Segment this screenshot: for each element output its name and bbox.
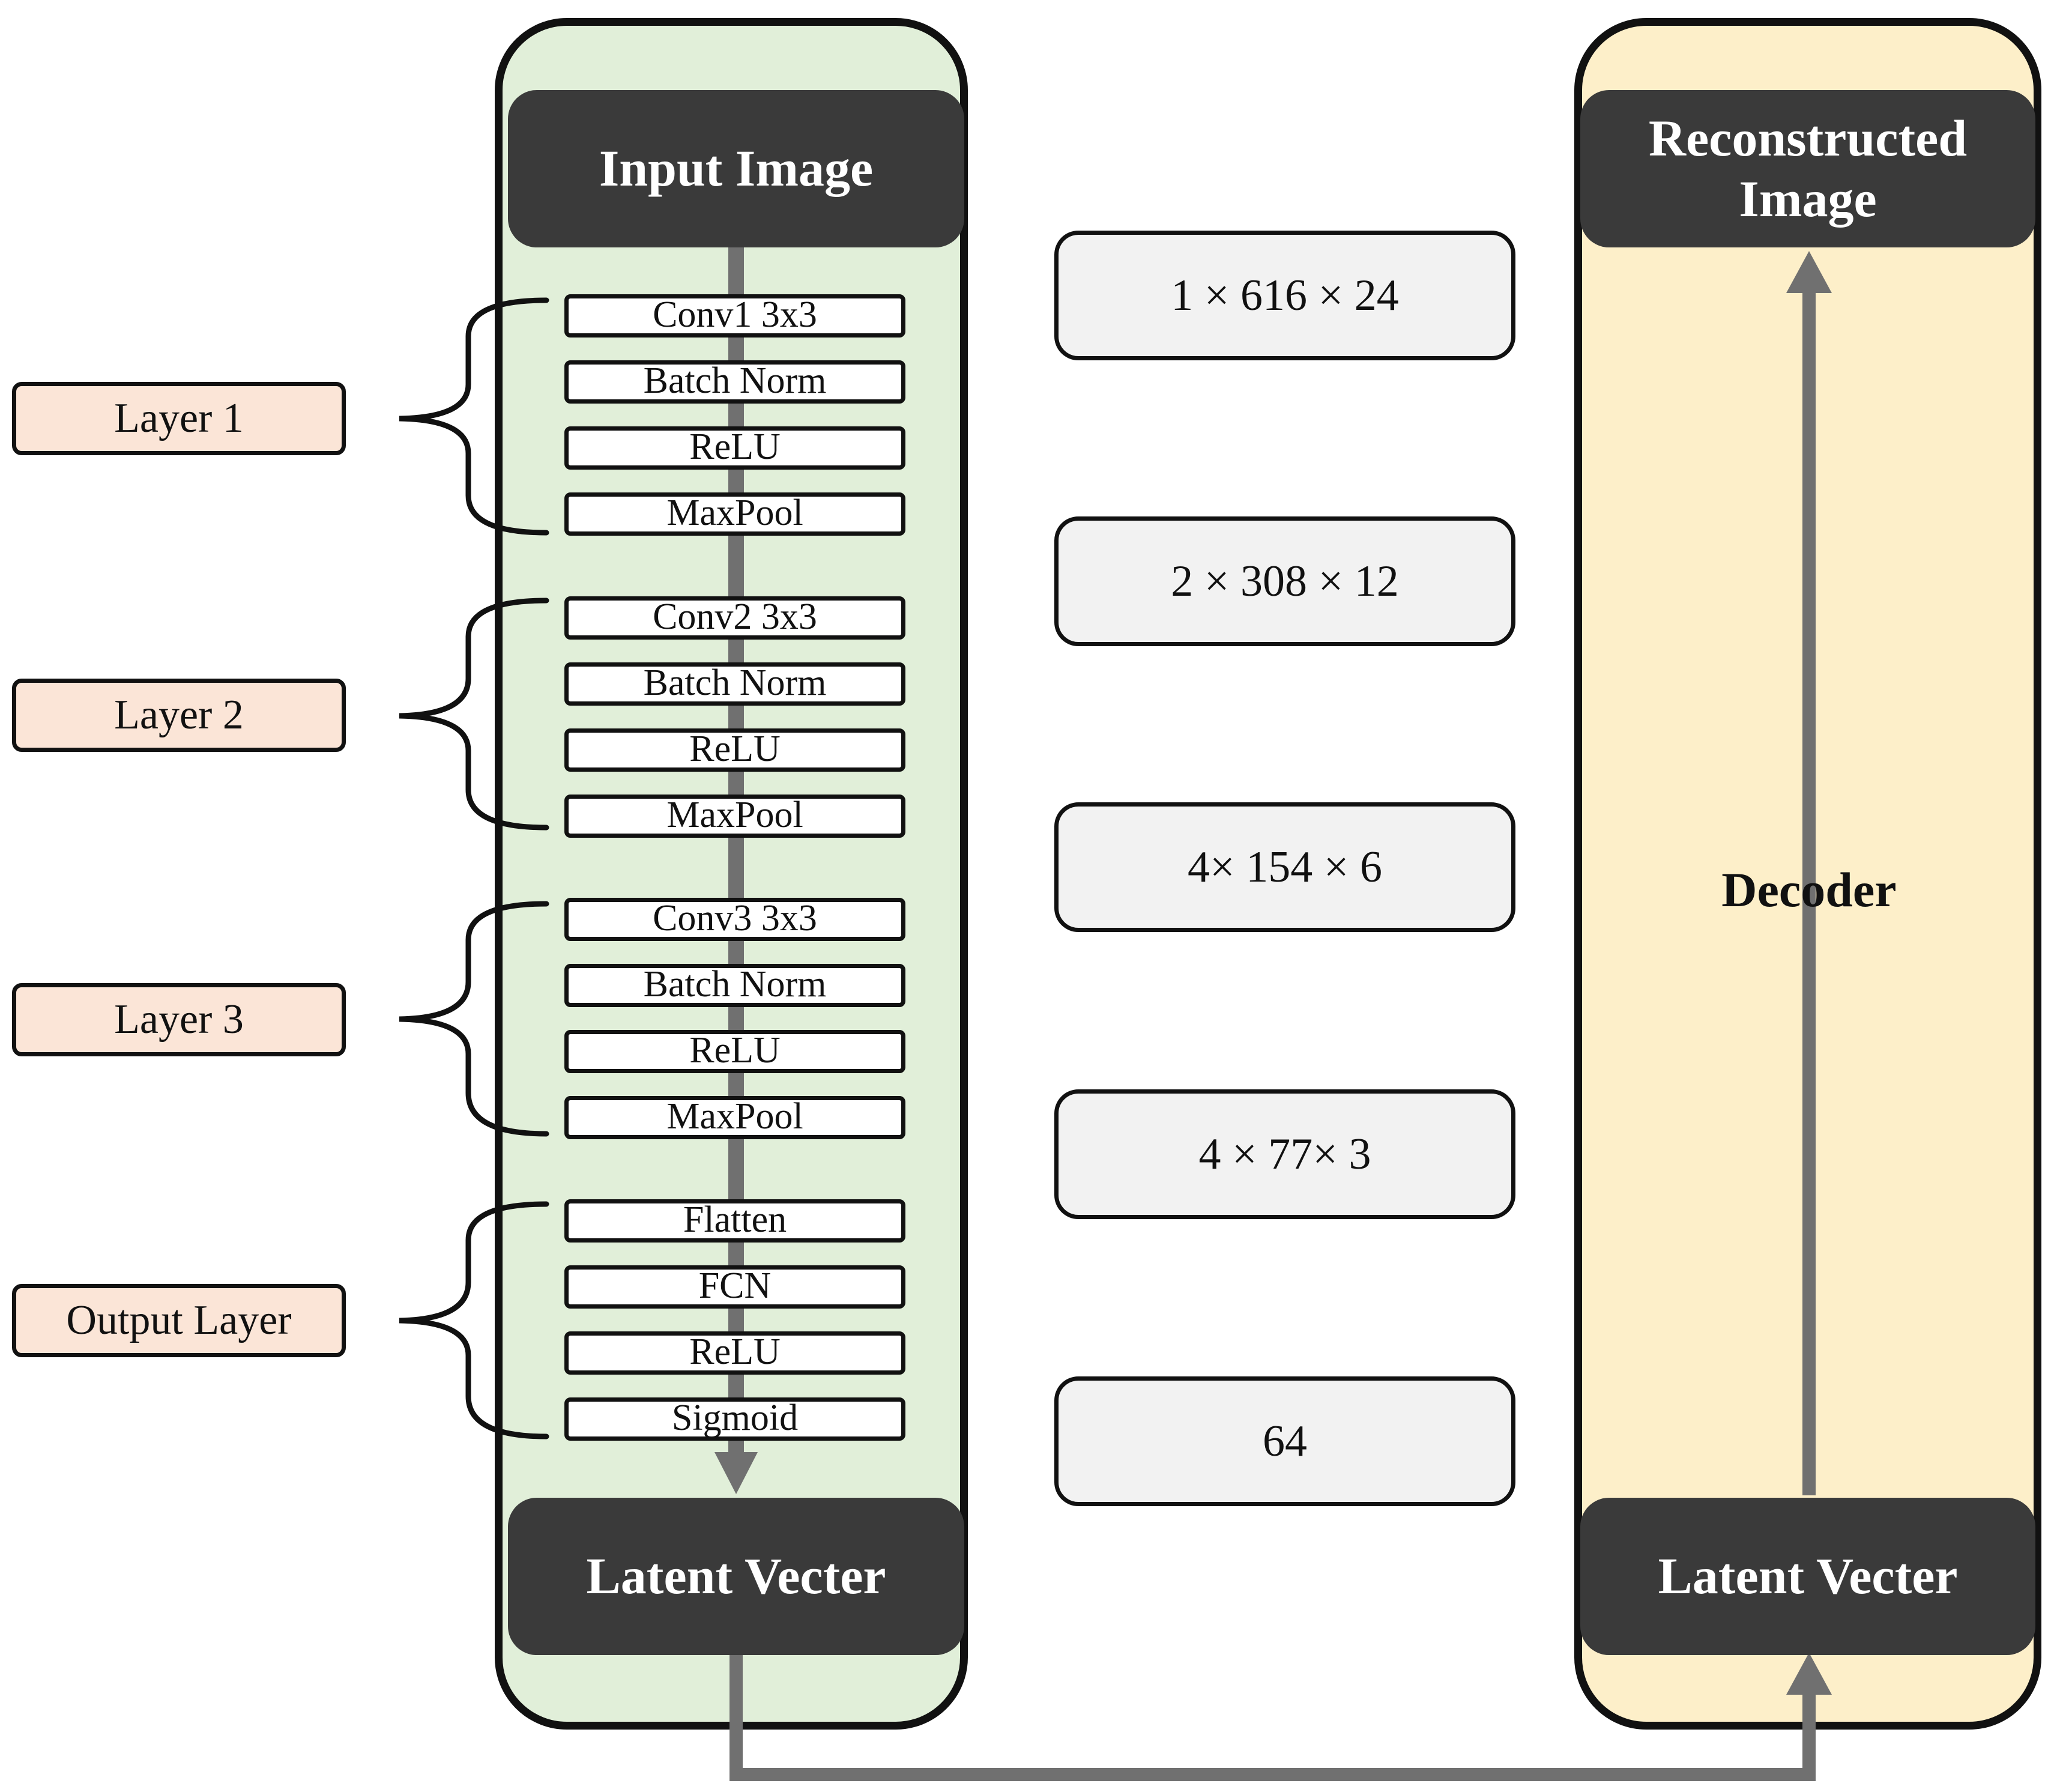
- op-batch-norm-1: Batch Norm: [564, 360, 905, 404]
- op-maxpool-1: MaxPool: [564, 492, 905, 536]
- shape-box-5: 64: [1054, 1376, 1515, 1506]
- op-batch-norm-2: Batch Norm: [564, 662, 905, 706]
- op-maxpool-3: MaxPool: [564, 1096, 905, 1139]
- latent-connector-arrowhead: [1786, 1653, 1832, 1695]
- brace-layer-3: [399, 901, 549, 1137]
- op-conv3: Conv3 3x3: [564, 898, 905, 941]
- op-relu-2: ReLU: [564, 728, 905, 772]
- op-relu-4: ReLU: [564, 1331, 905, 1375]
- shape-box-4: 4 × 77× 3: [1054, 1089, 1515, 1219]
- op-relu-1: ReLU: [564, 426, 905, 470]
- label-layer-1: Layer 1: [12, 382, 346, 455]
- encoder-flow-arrowhead: [714, 1452, 758, 1494]
- brace-output-layer: [399, 1201, 549, 1439]
- op-conv2: Conv2 3x3: [564, 596, 905, 640]
- label-layer-2: Layer 2: [12, 679, 346, 752]
- shape-box-2: 2 × 308 × 12: [1054, 516, 1515, 646]
- decoder-label: Decoder: [1721, 862, 1897, 917]
- latent-connector-line: [729, 1645, 1816, 1781]
- shape-box-3: 4× 154 × 6: [1054, 802, 1515, 932]
- op-batch-norm-3: Batch Norm: [564, 964, 905, 1007]
- reconstructed-image-block: Reconstructed Image: [1580, 90, 2035, 247]
- label-layer-3: Layer 3: [12, 983, 346, 1056]
- encoder-latent-vector-title: Latent Vecter: [586, 1547, 886, 1605]
- op-fcn: FCN: [564, 1265, 905, 1309]
- label-output-layer: Output Layer: [12, 1284, 346, 1357]
- op-sigmoid: Sigmoid: [564, 1397, 905, 1441]
- decoder-latent-vector-block: Latent Vecter: [1580, 1498, 2035, 1655]
- reconstructed-image-title: Reconstructed Image: [1648, 109, 1968, 228]
- input-image-block: Input Image: [508, 90, 964, 247]
- decoder-latent-vector-title: Latent Vecter: [1658, 1547, 1958, 1605]
- brace-layer-2: [399, 598, 549, 831]
- shape-box-1: 1 × 616 × 24: [1054, 231, 1515, 360]
- op-flatten: Flatten: [564, 1199, 905, 1243]
- op-conv1: Conv1 3x3: [564, 294, 905, 338]
- op-maxpool-2: MaxPool: [564, 795, 905, 838]
- input-image-title: Input Image: [599, 139, 874, 198]
- encoder-latent-vector-block: Latent Vecter: [508, 1498, 964, 1655]
- brace-layer-1: [399, 297, 549, 536]
- op-relu-3: ReLU: [564, 1030, 905, 1073]
- decoder-flow-arrowhead: [1786, 251, 1832, 293]
